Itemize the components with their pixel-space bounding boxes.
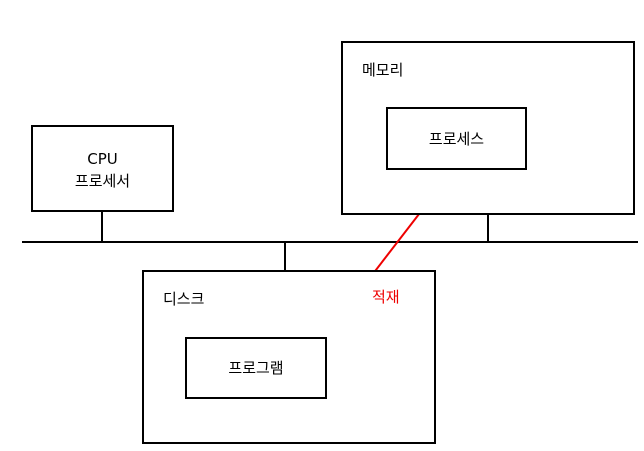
process-label: 프로세스 — [428, 130, 485, 148]
disk-box: 디스크 프로그램 — [142, 270, 436, 444]
cpu-sublabel: 프로세서 — [74, 172, 131, 190]
memory-title: 메모리 — [362, 61, 404, 79]
cpu-label: CPU — [87, 150, 118, 168]
load-arrow-label: 적재 — [372, 288, 400, 306]
process-box: 프로세스 — [386, 107, 527, 170]
memory-box: 메모리 프로세스 — [341, 41, 635, 215]
cpu-box: CPU 프로세서 — [31, 125, 174, 212]
disk-title: 디스크 — [163, 290, 205, 308]
program-box: 프로그램 — [185, 337, 327, 399]
program-label: 프로그램 — [228, 359, 284, 377]
